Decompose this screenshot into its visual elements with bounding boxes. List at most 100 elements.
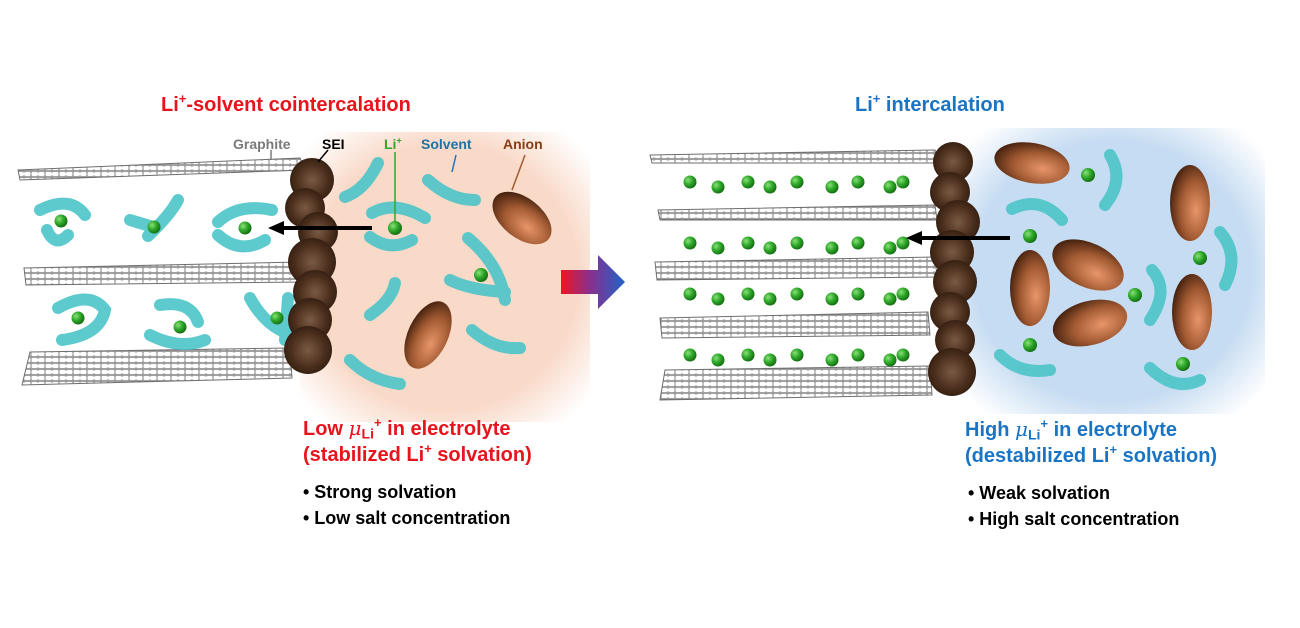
solvent-molecule [364,231,418,252]
li-ion [825,241,839,255]
li-ion [851,348,865,362]
li-ion [683,175,697,189]
title-text: Li [161,94,179,116]
solvent-molecule [339,157,384,203]
right-migration-arrow [906,231,1010,245]
li-ion [711,292,725,306]
left-sei-layer [284,158,338,374]
cond-sup: + [1109,442,1118,458]
label-li: Li+ [384,136,402,152]
graphite-sheet [659,365,933,401]
li-ion [71,311,85,325]
bullet-item: • High salt concentration [968,509,1180,529]
cond-text: in electrolyte [381,418,511,440]
li-ion [883,241,897,255]
left-bullet-list: • Strong solvation • Low salt concentrat… [303,479,510,531]
li-ion [790,236,804,250]
solvent-molecule [244,292,286,336]
li-ion [54,214,68,228]
mu-subscript: Li [361,425,374,442]
li-ion [763,353,777,367]
li-ion [1193,251,1207,265]
title-text: Li [855,94,873,116]
left-condition-line2: (stabilized Li+ solvation) [303,442,532,468]
li-ion [1176,357,1190,371]
anion [1052,239,1124,291]
anion [1010,250,1050,326]
li-ion [896,236,910,250]
left-graphite-layers [17,157,306,386]
right-condition: High μLi+ in electrolyte (destabilized L… [965,416,1217,469]
solvent-molecule [994,349,1056,377]
title-superscript: + [872,91,881,107]
right-panel-title: Li+ intercalation [855,91,1005,117]
li-ion [741,348,755,362]
li-ion [763,180,777,194]
right-condition-line2: (destabilized Li+ solvation) [965,443,1217,469]
anion [492,191,552,245]
li-ion [711,180,725,194]
li-ion [741,287,755,301]
graphite-sheet [17,157,306,181]
solvent-molecule [366,201,431,224]
anion [1052,299,1128,347]
right-graphite-layers [649,149,939,401]
label-sei: SEI [322,136,345,152]
left-condition: Low μLi+ in electrolyte (stabilized Li+ … [303,415,532,468]
li-ion [851,287,865,301]
cond-text: solvation) [431,444,532,466]
li-ion [388,221,402,235]
li-ion [790,348,804,362]
solvent-molecule [1099,149,1123,211]
li-ion [741,236,755,250]
solvent-molecule [212,229,271,253]
label-anion: Anion [503,136,543,152]
cond-text: Low [303,418,349,440]
right-anions [994,142,1212,350]
li-ion [683,287,697,301]
solvent-molecule [154,298,204,328]
anion [1170,165,1210,241]
solvent-molecule [52,293,112,346]
li-ion [1081,168,1095,182]
li-ion [147,220,161,234]
graphite-sheet [23,261,306,286]
li-ion [1023,338,1037,352]
graphite-sheet [21,347,293,386]
li-ion [896,348,910,362]
li-ion [790,175,804,189]
left-panel-title: Li+-solvent cointercalation [161,92,411,117]
bullet-item: • Low salt concentration [303,508,511,528]
li-ion [270,311,284,325]
cond-text: in electrolyte [1048,419,1177,441]
left-li-ions [54,214,488,334]
solvent-molecule [1006,197,1068,226]
li-ion [896,175,910,189]
solvent-molecule [34,197,91,221]
solvent-molecule [124,214,156,232]
li-ion [173,320,187,334]
solvent-molecule [344,354,406,390]
li-ion [711,241,725,255]
li-ion [825,353,839,367]
title-text-rest: intercalation [880,94,1005,116]
solvent-molecule [444,274,511,298]
mu-symbol: μ [1015,417,1028,441]
right-bullet-list: • Weak solvation • High salt concentrati… [968,480,1179,532]
li-ion [790,287,804,301]
li-ion [1023,229,1037,243]
left-leader-lines [270,149,526,222]
li-ion [741,175,755,189]
right-intercalated-li-ions [683,175,910,367]
anion [994,142,1070,184]
solvent-molecule [1214,226,1238,291]
mu-symbol: μ [348,416,362,440]
li-ion [825,180,839,194]
solvent-molecule [41,224,74,247]
li-ion [825,292,839,306]
li-ion [683,348,697,362]
solvent-molecule [466,324,526,355]
cond-sup: + [424,441,432,457]
right-sei-layer [928,142,980,396]
left-condition-line1: Low μLi+ in electrolyte [303,415,532,442]
